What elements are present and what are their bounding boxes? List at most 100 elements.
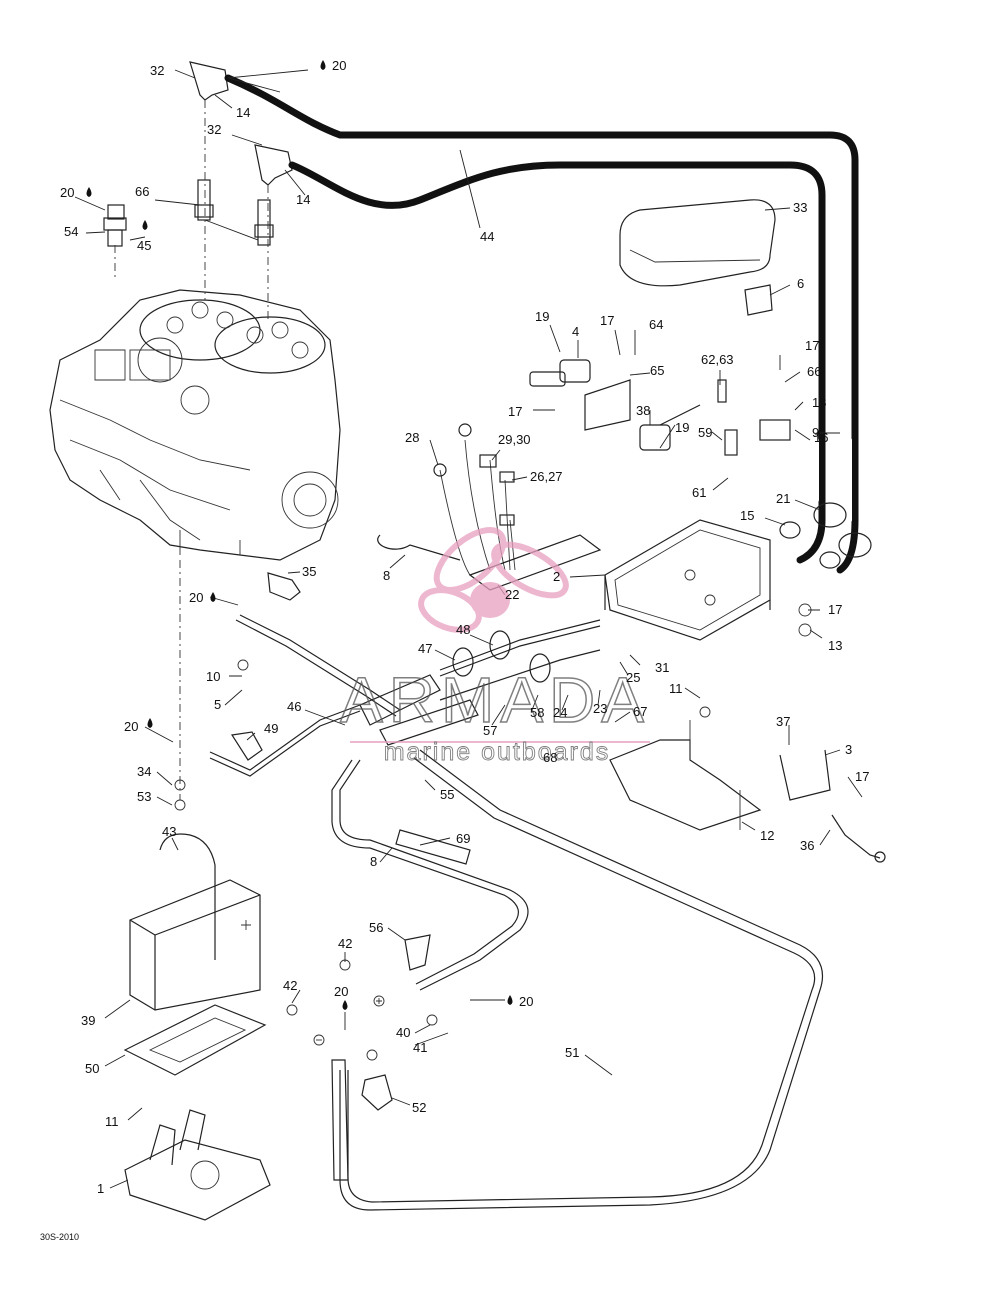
part-label-64: 64 (649, 317, 663, 332)
part-label-54: 54 (64, 224, 78, 239)
part-label-56: 56 (369, 920, 383, 935)
part-label-6: 6 (797, 276, 804, 291)
watermark-tagline: marine outboards (384, 738, 611, 766)
watermark-logo: ARMADA marine outboards (339, 527, 650, 766)
part-label-35: 35 (302, 564, 316, 579)
part-label-20d: 20 (124, 719, 138, 734)
part-label-32b: 32 (207, 122, 221, 137)
engine-drawing (49, 289, 341, 561)
part-label-59: 59 (698, 425, 712, 440)
part-label-8b: 8 (370, 854, 377, 869)
part-label-28: 28 (405, 430, 419, 445)
bracket-icon (609, 739, 762, 831)
part-label-20b: 20 (60, 185, 74, 200)
part-label-41: 41 (413, 1040, 427, 1055)
part-label-65: 65 (650, 363, 664, 378)
part-label-20a: 20 (332, 58, 346, 73)
part-label-66a: 66 (135, 184, 149, 199)
part-label-20e: 20 (519, 994, 533, 1009)
part-label-11a: 11 (669, 681, 683, 696)
part-label-39: 39 (81, 1013, 95, 1028)
part-label-48: 48 (456, 622, 470, 637)
part-label-53: 53 (137, 789, 151, 804)
part-label-40: 40 (396, 1025, 410, 1040)
part-label-13: 13 (828, 638, 842, 653)
ignition-cable-icon (224, 74, 859, 574)
part-label-32a: 32 (150, 63, 164, 78)
cable-icon (209, 614, 601, 777)
part-label-62-63: 62,63 (701, 352, 734, 367)
part-label-14b: 14 (296, 192, 310, 207)
part-label-23: 23 (593, 701, 607, 716)
part-label-3: 3 (845, 742, 852, 757)
part-label-20c: 20 (189, 590, 203, 605)
part-label-66b: 66 (807, 364, 821, 379)
part-label-10: 10 (206, 669, 220, 684)
lubricant-drop-icon (86, 60, 513, 1010)
part-label-18: 18 (812, 395, 826, 410)
temp-sensor-icon (103, 204, 127, 247)
part-label-22: 22 (505, 587, 519, 602)
part-label-47: 47 (418, 641, 432, 656)
part-label-4: 4 (572, 324, 579, 339)
part-label-49: 49 (264, 721, 278, 736)
part-label-19b: 19 (675, 420, 689, 435)
part-label-36: 36 (800, 838, 814, 853)
part-label-31: 31 (655, 660, 669, 675)
sleeve-icon (331, 674, 479, 1181)
part-label-2: 2 (553, 569, 560, 584)
part-label-20f: 20 (334, 984, 348, 999)
part-label-24: 24 (553, 705, 567, 720)
part-label-42a: 42 (338, 936, 352, 951)
part-label-25: 25 (626, 670, 640, 685)
part-label-52: 52 (412, 1100, 426, 1115)
part-label-29-30: 29,30 (498, 432, 531, 447)
part-label-5: 5 (214, 697, 221, 712)
part-label-58: 58 (530, 705, 544, 720)
part-label-50: 50 (85, 1061, 99, 1076)
part-label-16: 16 (814, 430, 828, 445)
part-label-34: 34 (137, 764, 151, 779)
diagram-code: 30S-2010 (40, 1232, 79, 1242)
part-label-1: 1 (97, 1181, 104, 1196)
battery-icon (129, 833, 261, 1011)
part-label-45: 45 (137, 238, 151, 253)
part-label-42b: 42 (283, 978, 297, 993)
ignition-coil-icon (529, 359, 791, 456)
part-label-14a: 14 (236, 105, 250, 120)
part-label-8a: 8 (383, 568, 390, 583)
part-label-17a: 17 (600, 313, 614, 328)
plug-cap-icon (189, 61, 293, 186)
wiring-harness-icon (433, 423, 602, 591)
part-label-37: 37 (776, 714, 790, 729)
part-label-15: 15 (740, 508, 754, 523)
part-label-43: 43 (162, 824, 176, 839)
part-label-17e: 17 (855, 769, 869, 784)
part-label-11b: 11 (105, 1114, 119, 1129)
terminal-boot-icon (267, 572, 301, 601)
part-label-61: 61 (692, 485, 706, 500)
part-label-46: 46 (287, 699, 301, 714)
part-label-9: 9 (812, 425, 819, 440)
spark-plug-icon (194, 179, 274, 246)
part-label-21: 21 (776, 491, 790, 506)
leader-lines (74, 69, 863, 1189)
part-label-17d: 17 (828, 602, 842, 617)
cable-tie-icon (377, 534, 461, 561)
part-label-17b: 17 (508, 404, 522, 419)
battery-tray-icon (123, 1004, 267, 1076)
electrical-box-icon (604, 519, 771, 641)
part-label-69: 69 (456, 831, 470, 846)
watermark-brand: ARMADA (340, 664, 650, 736)
module-cover-icon (619, 199, 776, 316)
part-label-26-27: 26,27 (530, 469, 563, 484)
part-label-67: 67 (633, 704, 647, 719)
part-label-19a: 19 (535, 309, 549, 324)
part-label-57: 57 (483, 723, 497, 738)
part-label-68: 68 (543, 750, 557, 765)
part-label-17c: 17 (805, 338, 819, 353)
part-label-38: 38 (636, 403, 650, 418)
part-label-12: 12 (760, 828, 774, 843)
